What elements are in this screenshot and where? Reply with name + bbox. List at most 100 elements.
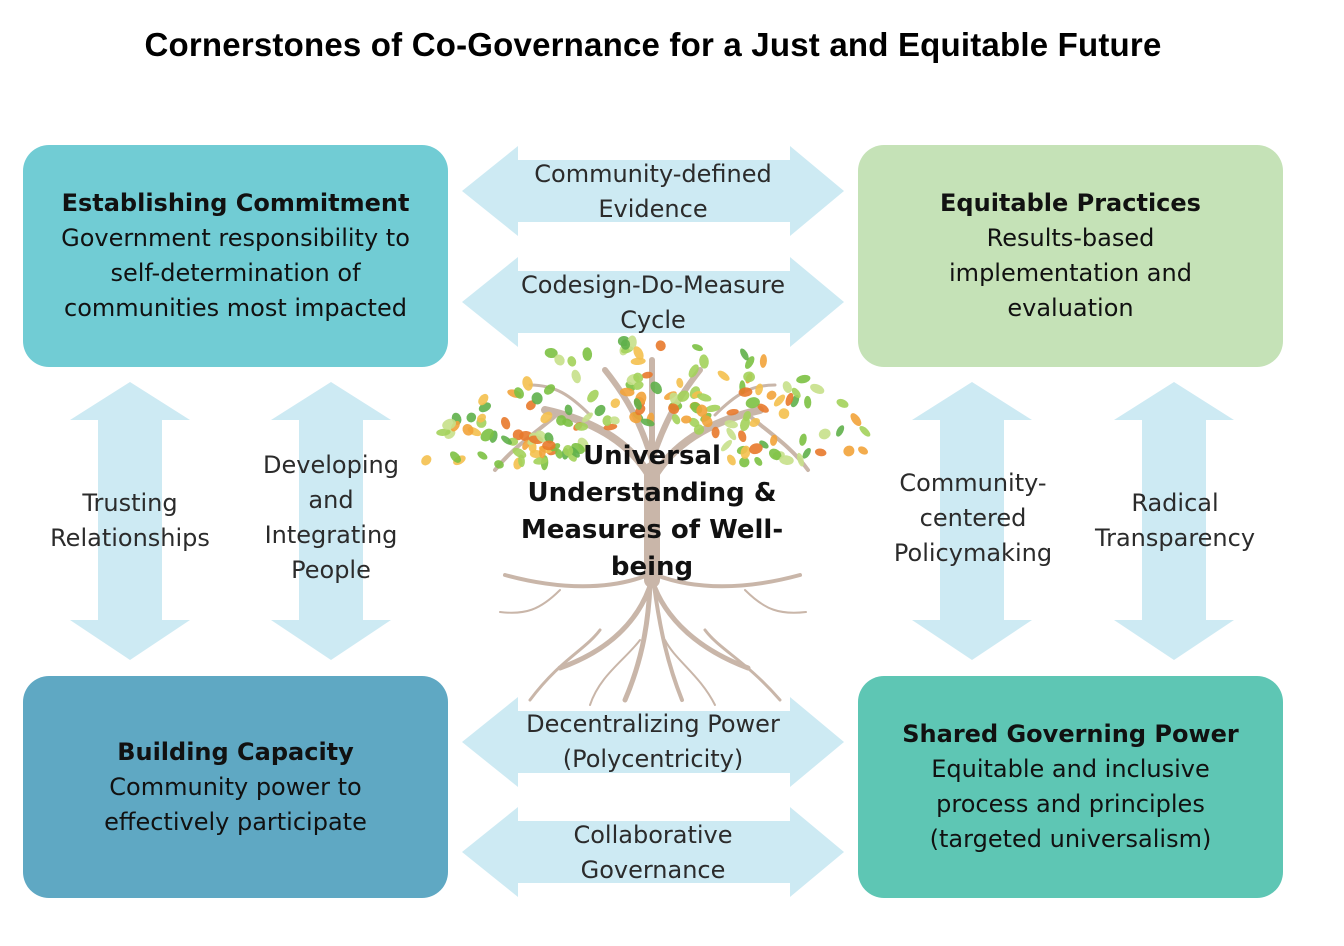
- leaf: [738, 387, 753, 397]
- box-shared-governing-power: Shared Governing Power Equitable and inc…: [858, 676, 1283, 898]
- leaf: [450, 451, 461, 463]
- leaf: [633, 381, 644, 390]
- leaf: [759, 354, 767, 368]
- leaf: [562, 445, 574, 457]
- leaf: [740, 445, 751, 459]
- box-heading: Establishing Commitment: [61, 189, 410, 217]
- leaf: [602, 415, 612, 426]
- leaf: [726, 427, 737, 441]
- box-building-capacity: Building Capacity Community power to eff…: [23, 676, 448, 898]
- leaf: [858, 446, 868, 455]
- leaf: [501, 435, 512, 445]
- box-body: Government responsibility to self-determ…: [61, 224, 410, 322]
- arrow-developing-people: [271, 382, 391, 660]
- box-body: Equitable and inclusive process and prin…: [929, 755, 1212, 853]
- arrow-codesign-cycle: [462, 257, 844, 347]
- label-decentralizing-power: Decentralizing Power (Polycentricity): [526, 710, 780, 773]
- leaf: [494, 460, 504, 469]
- leaf: [739, 457, 750, 468]
- label-developing-people: Developing and Integrating People: [263, 451, 399, 584]
- leaf: [421, 455, 432, 466]
- leaf: [522, 376, 533, 391]
- leaf: [688, 417, 700, 428]
- leaf: [543, 384, 556, 395]
- leaf: [442, 418, 456, 430]
- leaf: [567, 356, 577, 367]
- leaf: [740, 348, 749, 361]
- box-establishing-commitment: Establishing Commitment Government respo…: [23, 145, 448, 367]
- leaf: [688, 364, 699, 378]
- leaf: [535, 430, 548, 443]
- label-trusting-relationships: Trusting Relationships: [50, 489, 210, 552]
- leaf: [538, 445, 546, 459]
- label-collaborative-governance: Collaborative Governance: [573, 821, 733, 884]
- leaf: [594, 404, 606, 417]
- leaf: [769, 448, 782, 461]
- leaf: [668, 403, 680, 415]
- leaf: [480, 428, 494, 442]
- leaf: [785, 392, 794, 406]
- center-label: Universal Understanding & Measures of We…: [520, 441, 784, 582]
- box-heading: Equitable Practices: [940, 189, 1201, 217]
- box-heading: Shared Governing Power: [902, 720, 1239, 748]
- box-body: Community power to effectively participa…: [104, 772, 367, 836]
- label-radical-transparency: Radical Transparency: [1094, 489, 1256, 552]
- leaf: [582, 412, 593, 423]
- leaf: [542, 440, 556, 451]
- leaf: [641, 371, 653, 379]
- leaf: [544, 432, 554, 444]
- leaf: [587, 389, 599, 403]
- leaf: [533, 456, 548, 465]
- leaf: [744, 356, 755, 369]
- arrow-community-defined-evidence: [462, 146, 844, 236]
- leaf: [525, 400, 536, 411]
- label-community-defined-evidence: Community-defined Evidence: [534, 160, 772, 223]
- leaf: [620, 339, 631, 350]
- leaf: [477, 451, 488, 460]
- box-equitable-practices: Equitable Practices Results-based implem…: [858, 145, 1283, 367]
- arrow-community-policymaking: [912, 382, 1032, 660]
- arrow-radical-transparency: [1114, 382, 1234, 660]
- leaf: [810, 383, 825, 394]
- leaf: [724, 420, 738, 429]
- leaf: [701, 415, 713, 428]
- leaf: [540, 411, 553, 424]
- box-body: Results-based implementation and evaluat…: [949, 224, 1192, 322]
- leaf: [610, 398, 621, 408]
- leaf: [755, 383, 763, 396]
- leaf: [757, 403, 769, 413]
- leaf: [818, 428, 831, 440]
- leaf: [770, 434, 778, 446]
- leaf: [773, 394, 786, 407]
- leaf: [799, 433, 807, 446]
- leaf: [779, 455, 794, 465]
- leaf: [745, 397, 760, 409]
- leaf: [691, 344, 704, 352]
- tree-icon: [421, 335, 871, 706]
- leaf: [609, 416, 620, 425]
- leaf: [650, 381, 662, 395]
- leaf: [717, 370, 730, 381]
- leaf: [640, 418, 655, 427]
- leaf: [802, 447, 811, 459]
- leaf: [749, 443, 763, 455]
- leaf: [681, 415, 692, 424]
- leaf: [705, 404, 721, 412]
- leaf: [778, 408, 790, 419]
- leaf: [476, 413, 487, 423]
- leaf: [619, 387, 635, 397]
- box-heading: Building Capacity: [117, 737, 354, 766]
- leaf: [531, 392, 543, 405]
- leaf: [676, 377, 684, 388]
- leaf: [693, 424, 705, 435]
- leaf: [850, 413, 862, 427]
- leaf: [766, 390, 777, 400]
- leaf: [743, 410, 751, 422]
- leaf: [797, 452, 804, 467]
- leaf: [677, 390, 690, 402]
- leaf: [836, 398, 849, 408]
- leaf: [749, 417, 760, 428]
- leaf: [782, 381, 792, 393]
- label-community-policymaking: Community-centered Policymaking: [893, 469, 1053, 567]
